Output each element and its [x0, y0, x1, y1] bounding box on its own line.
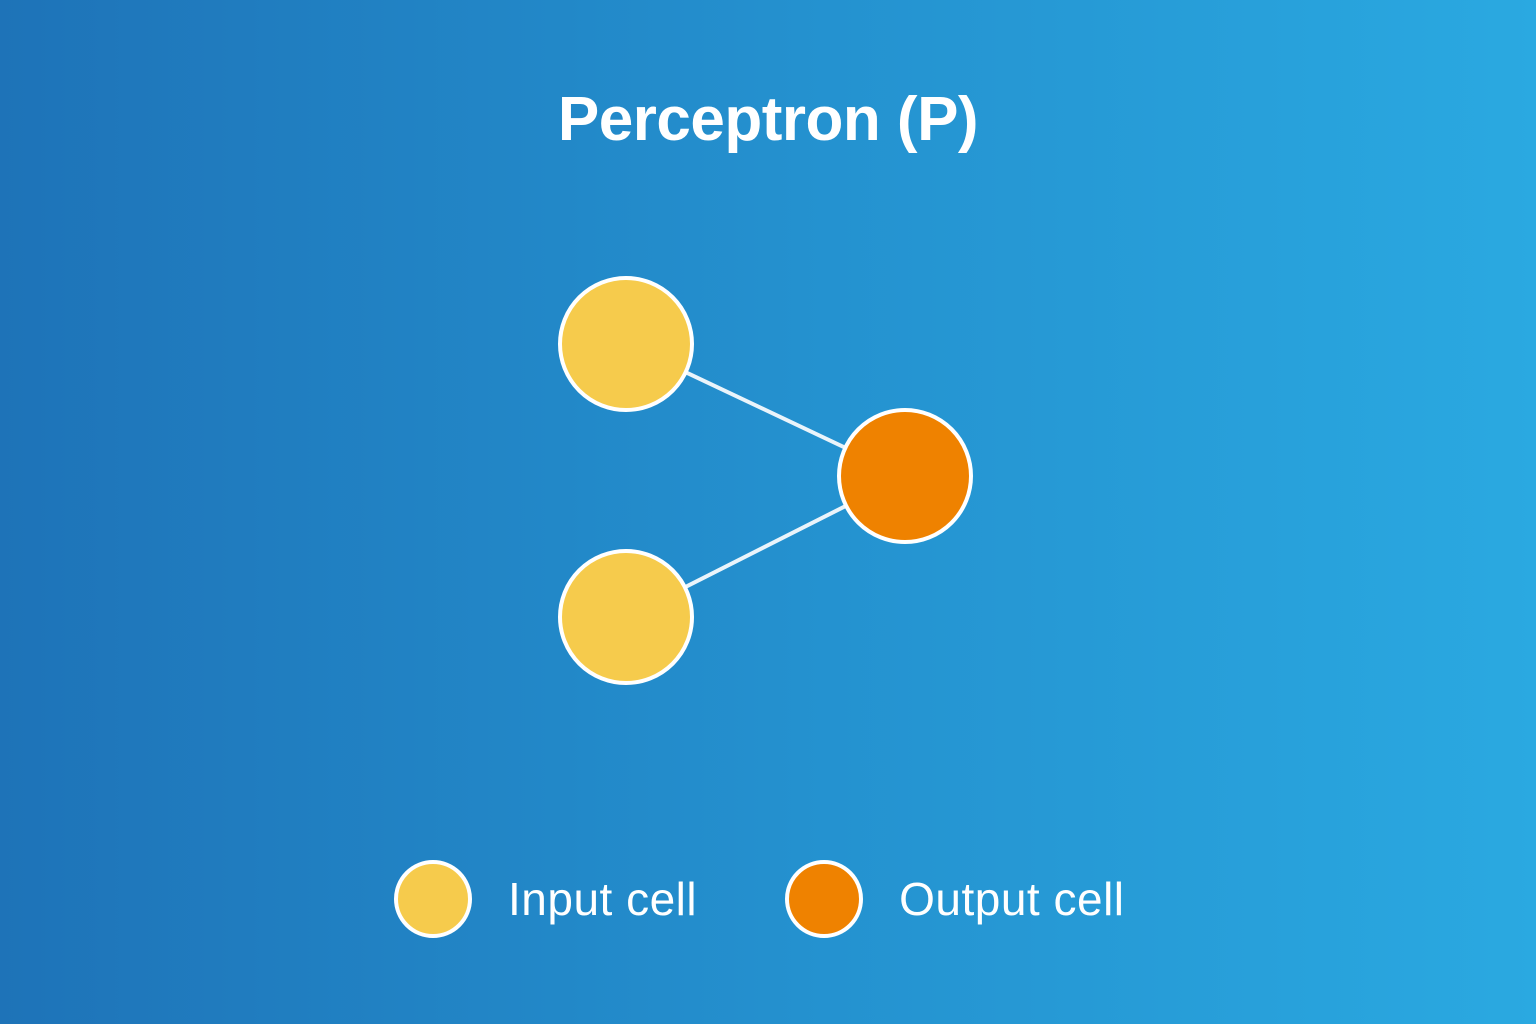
input-cell-swatch-circle — [394, 860, 472, 938]
output-cell-swatch-circle — [785, 860, 864, 938]
output-cell-icon — [785, 860, 864, 938]
legend-item-input-cell: Input cell — [392, 858, 697, 940]
legend: Input cell Output cell — [392, 858, 1125, 940]
input-node-1 — [558, 276, 694, 412]
output-node — [837, 408, 973, 544]
legend-label-input-cell: Input cell — [508, 873, 698, 925]
input-cell-icon — [394, 860, 472, 938]
legend-label-output-cell: Output cell — [899, 873, 1125, 925]
page-title: Perceptron (P) — [557, 85, 979, 154]
legend-item-output-cell: Output cell — [783, 858, 1124, 940]
input-node-2 — [558, 549, 694, 685]
